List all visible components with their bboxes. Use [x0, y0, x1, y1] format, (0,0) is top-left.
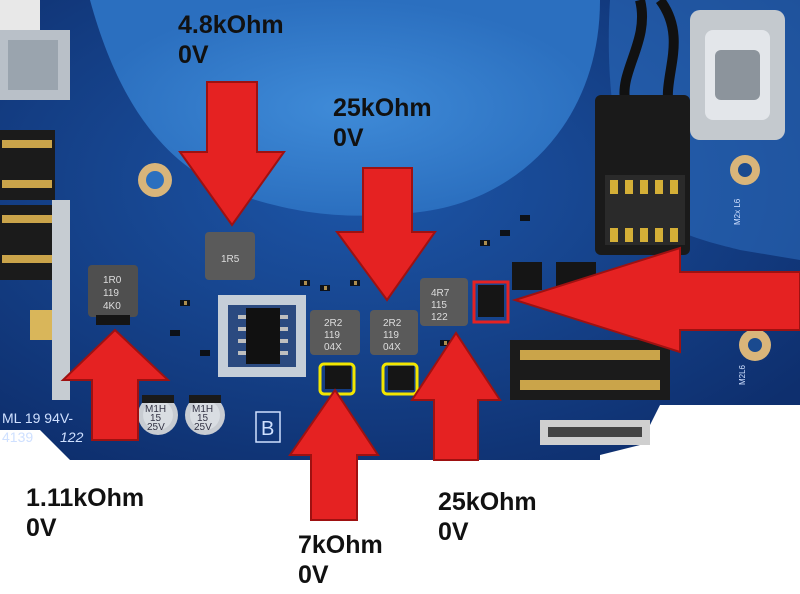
- svg-text:2R2: 2R2: [383, 318, 402, 329]
- inductor-4r7: [420, 278, 468, 326]
- inductor-2r2-a: [310, 310, 360, 355]
- silkscreen-right-1: M2x L6: [733, 198, 742, 225]
- resistance-value: 25kOhm: [438, 488, 537, 516]
- silkscreen-right-2: M2L6: [738, 364, 747, 385]
- measurement-label-bottom-center: 7kOhm 0V: [298, 530, 383, 590]
- resistance-value: 4.8kOhm: [178, 11, 284, 39]
- inductor-2r2-b: [370, 310, 418, 355]
- arrow-left-chip: [511, 246, 800, 354]
- arrow-down-1r5: [178, 81, 286, 227]
- svg-text:2R2: 2R2: [324, 318, 343, 329]
- voltage-value: 0V: [26, 514, 57, 542]
- mosfet-1: [325, 365, 351, 389]
- resistance-value: 1.11kOhm: [26, 484, 145, 512]
- silkscreen-b: B: [261, 418, 274, 440]
- mosfet-2: [388, 366, 414, 390]
- small-chip-right: [478, 285, 504, 317]
- svg-text:1R0: 1R0: [103, 275, 122, 286]
- arrow-up-4r7: [410, 331, 502, 461]
- svg-text:119: 119: [383, 330, 399, 341]
- highlight-yellow-2: [381, 362, 419, 396]
- m2-slot-right: [510, 340, 670, 400]
- arrow-up-mosfet: [288, 388, 380, 521]
- cable: [619, 0, 647, 101]
- svg-text:04X: 04X: [324, 342, 342, 353]
- measurement-label-center-right: 25kOhm 0V: [333, 93, 432, 153]
- svg-text:4K0: 4K0: [103, 301, 121, 312]
- voltage-value: 0V: [298, 561, 329, 589]
- capacitor-b: M1H 15 25V: [185, 395, 225, 435]
- svg-text:25V: 25V: [194, 422, 212, 433]
- svg-text:119: 119: [103, 288, 119, 299]
- svg-text:122: 122: [431, 312, 448, 323]
- svg-text:M1H: M1H: [145, 404, 166, 415]
- svg-text:4R7: 4R7: [431, 288, 450, 299]
- arrow-up-left-inductor: [60, 328, 171, 441]
- voltage-value: 0V: [438, 518, 469, 546]
- svg-text:119: 119: [324, 330, 340, 341]
- inductor-1r5-text: 1R5: [221, 254, 240, 265]
- resistance-value: 25kOhm: [333, 94, 432, 122]
- resistance-value: 7kOhm: [298, 531, 383, 559]
- voltage-value: 0V: [178, 41, 209, 69]
- arrow-down-2r2: [335, 167, 437, 302]
- capacitor-a: M1H 15 25V: [138, 395, 178, 435]
- measurement-label-bottom-right: 25kOhm 0V: [438, 487, 537, 547]
- measurement-label-top-center: 4.8kOhm 0V: [178, 10, 284, 70]
- svg-text:M1H: M1H: [192, 404, 213, 415]
- svg-text:115: 115: [431, 300, 447, 311]
- highlight-red-box: [472, 280, 510, 324]
- voltage-value: 0V: [333, 124, 364, 152]
- inductor-1r5: [205, 232, 255, 280]
- svg-text:25V: 25V: [147, 422, 165, 433]
- silkscreen-left-3: 122: [60, 429, 84, 445]
- silkscreen-left-1: ML 19 94V-: [2, 410, 73, 426]
- svg-text:15: 15: [197, 413, 209, 424]
- inductor-left: [88, 265, 138, 317]
- silkscreen-left-2: 4139: [2, 429, 33, 445]
- svg-text:04X: 04X: [383, 342, 401, 353]
- measurement-label-bottom-left: 1.11kOhm 0V: [26, 483, 144, 543]
- svg-text:15: 15: [150, 413, 162, 424]
- ic-chip: [246, 308, 280, 364]
